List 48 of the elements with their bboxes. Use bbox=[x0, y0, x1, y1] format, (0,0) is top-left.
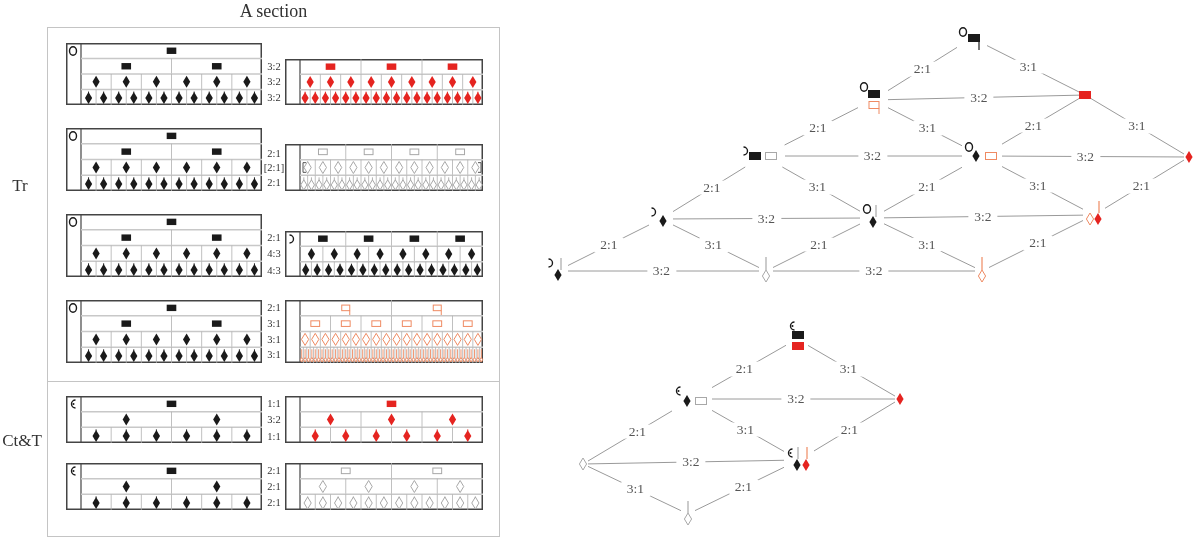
ratio-label: 4:3 bbox=[267, 265, 281, 277]
edge-label: 3:1 bbox=[912, 120, 943, 136]
ratio-label: 2:1 bbox=[267, 148, 281, 160]
edge-label: 3:1 bbox=[1023, 178, 1053, 193]
ratio-label: 4:3 bbox=[267, 248, 281, 260]
ratio-label: 2:1 bbox=[267, 232, 281, 244]
edge-label: 3:1 bbox=[833, 361, 864, 377]
edge-label: 2:1 bbox=[803, 120, 833, 136]
ratio-label: [2:1] bbox=[263, 162, 285, 174]
edge-label: 3:1 bbox=[620, 481, 651, 497]
edge-label: 3:1 bbox=[730, 422, 761, 437]
ratio-label: 1:1 bbox=[267, 398, 281, 410]
edge-label: 2:1 bbox=[1126, 178, 1157, 194]
edge-label: 3:1 bbox=[802, 179, 833, 195]
note-symbols-drawing bbox=[895, 391, 905, 407]
edge-label: 2:1 bbox=[1018, 118, 1049, 133]
note-symbols-drawing bbox=[578, 456, 588, 472]
ratio-label: 3:2 bbox=[267, 61, 281, 73]
edge-label: 3:1 bbox=[912, 237, 942, 252]
ratio-label: 3:1 bbox=[267, 349, 281, 361]
note-square bbox=[1079, 91, 1091, 99]
ratio-label: 2:1 bbox=[267, 481, 281, 493]
edge-label: 2:1 bbox=[728, 479, 759, 495]
ratio-label: 1:1 bbox=[267, 431, 281, 443]
ratio-label: 3:1 bbox=[267, 318, 281, 330]
ratio-label: 2:1 bbox=[267, 177, 281, 189]
edge-label: 2:1 bbox=[622, 424, 653, 439]
edge-label: 3:1 bbox=[1122, 118, 1152, 134]
ratio-label: 3:2 bbox=[267, 92, 281, 104]
ratio-label: 2:1 bbox=[267, 465, 281, 477]
ratio-label: 2:1 bbox=[267, 302, 281, 314]
ratio-label: 3:2 bbox=[267, 414, 281, 426]
voice-label: Tr bbox=[12, 176, 28, 194]
section-heading: A section bbox=[238, 1, 309, 22]
edge-label: 2:1 bbox=[912, 179, 942, 195]
edge-label: 2:1 bbox=[1023, 235, 1053, 251]
ratio-label: 2:1 bbox=[267, 497, 281, 509]
ratio-label: 3:2 bbox=[267, 76, 281, 88]
edge-label: 3:1 bbox=[698, 237, 729, 253]
edge-label: 2:1 bbox=[804, 237, 834, 252]
edge-label: 2:1 bbox=[594, 237, 624, 253]
edge-label: 2:1 bbox=[697, 180, 727, 195]
edge-label: 3:1 bbox=[1013, 59, 1044, 74]
ratio-label: 3:1 bbox=[267, 334, 281, 346]
voice-label: Ct&T bbox=[2, 431, 42, 449]
edge-label: 2:1 bbox=[834, 422, 865, 437]
edge-label: 2:1 bbox=[729, 361, 760, 377]
note-symbols-drawing bbox=[1184, 149, 1194, 165]
